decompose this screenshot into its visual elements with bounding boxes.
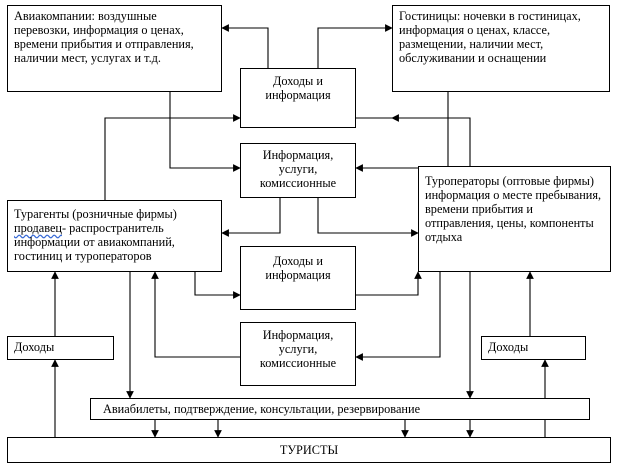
arrow-income-to-hotels (317, 24, 393, 68)
arrow-info-bottom-to-agents (151, 271, 240, 358)
arrow-income-mid-to-operators (356, 271, 422, 296)
arrow-hotels-to-info (355, 92, 449, 172)
node-income-info-top: Доходы и информация (240, 68, 356, 128)
node-travel-agents-underlined: продавец (14, 221, 63, 235)
node-income-right-text: Доходы (488, 340, 529, 354)
node-tickets: Авиабилеты, подтверждение, консультации,… (90, 398, 590, 420)
node-tour-operators-text: Туроператоры (оптовые фирмы) информация … (425, 174, 602, 244)
node-travel-agents: Турагенты (розничные фирмы) продавец- ра… (7, 200, 222, 272)
node-income-left-text: Доходы (14, 340, 55, 354)
node-info-services-top: Информация, услуги, комиссионные (240, 143, 356, 198)
node-hotels: Гостиницы: ночевки в гостиницах, информа… (392, 5, 610, 92)
node-airlines-text: Авиакомпании: воздушные перевозки, инфор… (14, 9, 194, 65)
arrow-agents-to-income-mid (194, 272, 241, 299)
node-travel-agents-title: Турагенты (розничные фирмы) (14, 207, 177, 221)
node-info-services-bottom-text: Информация, услуги, комиссионные (259, 328, 337, 370)
arrow-info-to-agents (221, 198, 281, 237)
arrow-income-to-airlines (221, 24, 269, 68)
node-info-services-bottom: Информация, услуги, комиссионные (240, 322, 356, 386)
node-info-services-top-text: Информация, услуги, комиссионные (259, 148, 337, 190)
node-income-left: Доходы (7, 336, 114, 360)
arrow-agents-to-income-top (104, 114, 241, 200)
arrow-airlines-to-info (169, 92, 241, 172)
node-income-info-mid-text: Доходы и информация (265, 254, 331, 282)
node-hotels-text: Гостиницы: ночевки в гостиницах, информа… (399, 9, 581, 65)
arrow-operators-to-hotels (391, 114, 471, 166)
node-income-right: Доходы (481, 336, 586, 360)
arrow-operators-to-info-bottom (355, 272, 441, 361)
node-income-info-top-text: Доходы и информация (265, 74, 331, 102)
node-tourists-text: ТУРИСТЫ (279, 443, 339, 457)
node-tour-operators: Туроператоры (оптовые фирмы) информация … (418, 166, 611, 272)
node-tickets-text: Авиабилеты, подтверждение, консультации,… (103, 402, 421, 416)
node-income-info-mid: Доходы и информация (240, 246, 356, 310)
arrow-info-to-operators (317, 198, 419, 237)
node-airlines: Авиакомпании: воздушные перевозки, инфор… (7, 5, 222, 92)
node-travel-agents-body: - распространитель информации от авиаком… (14, 221, 175, 263)
node-tourists: ТУРИСТЫ (7, 437, 611, 463)
